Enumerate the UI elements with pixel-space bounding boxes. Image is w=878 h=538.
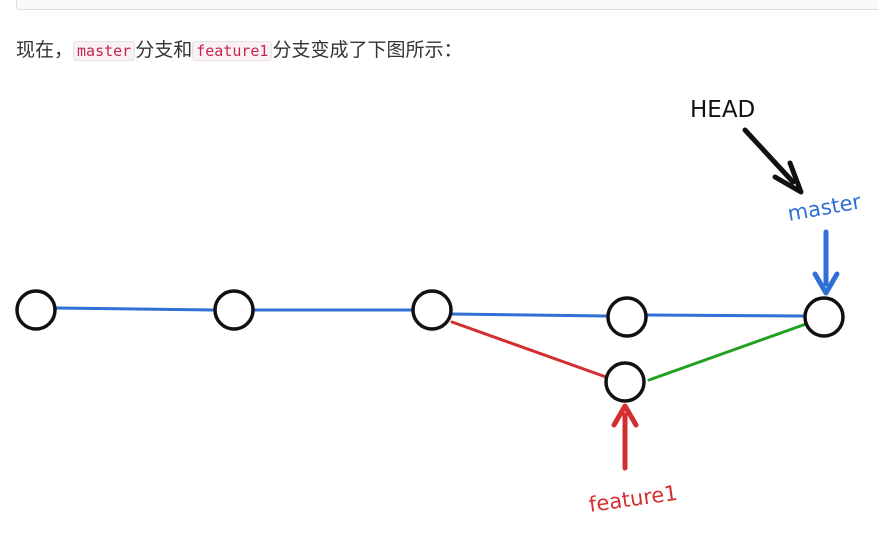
feature1-line: [450, 320, 608, 379]
commit-node: [604, 361, 646, 403]
master-line: [54, 306, 806, 318]
head-label: HEAD: [690, 97, 755, 123]
merge-line: [647, 322, 808, 382]
commit-node: [606, 296, 648, 338]
feature1-label: feature1: [587, 481, 679, 517]
text-mid: 分支和: [135, 39, 193, 61]
text-suffix: 分支变成了下图所示：: [272, 39, 463, 61]
code-master: master: [73, 41, 136, 61]
previous-code-block: [16, 0, 878, 10]
commit-node-master: [803, 296, 845, 338]
feature1-arrow: [611, 403, 639, 471]
master-arrow: [812, 229, 840, 296]
commit-node: [15, 289, 57, 331]
commit-node: [411, 289, 453, 331]
master-label: master: [786, 189, 863, 226]
code-feature1: feature1: [192, 41, 273, 61]
commit-node: [213, 289, 255, 331]
text-prefix: 现在，: [16, 39, 74, 61]
head-arrow: [742, 127, 804, 195]
